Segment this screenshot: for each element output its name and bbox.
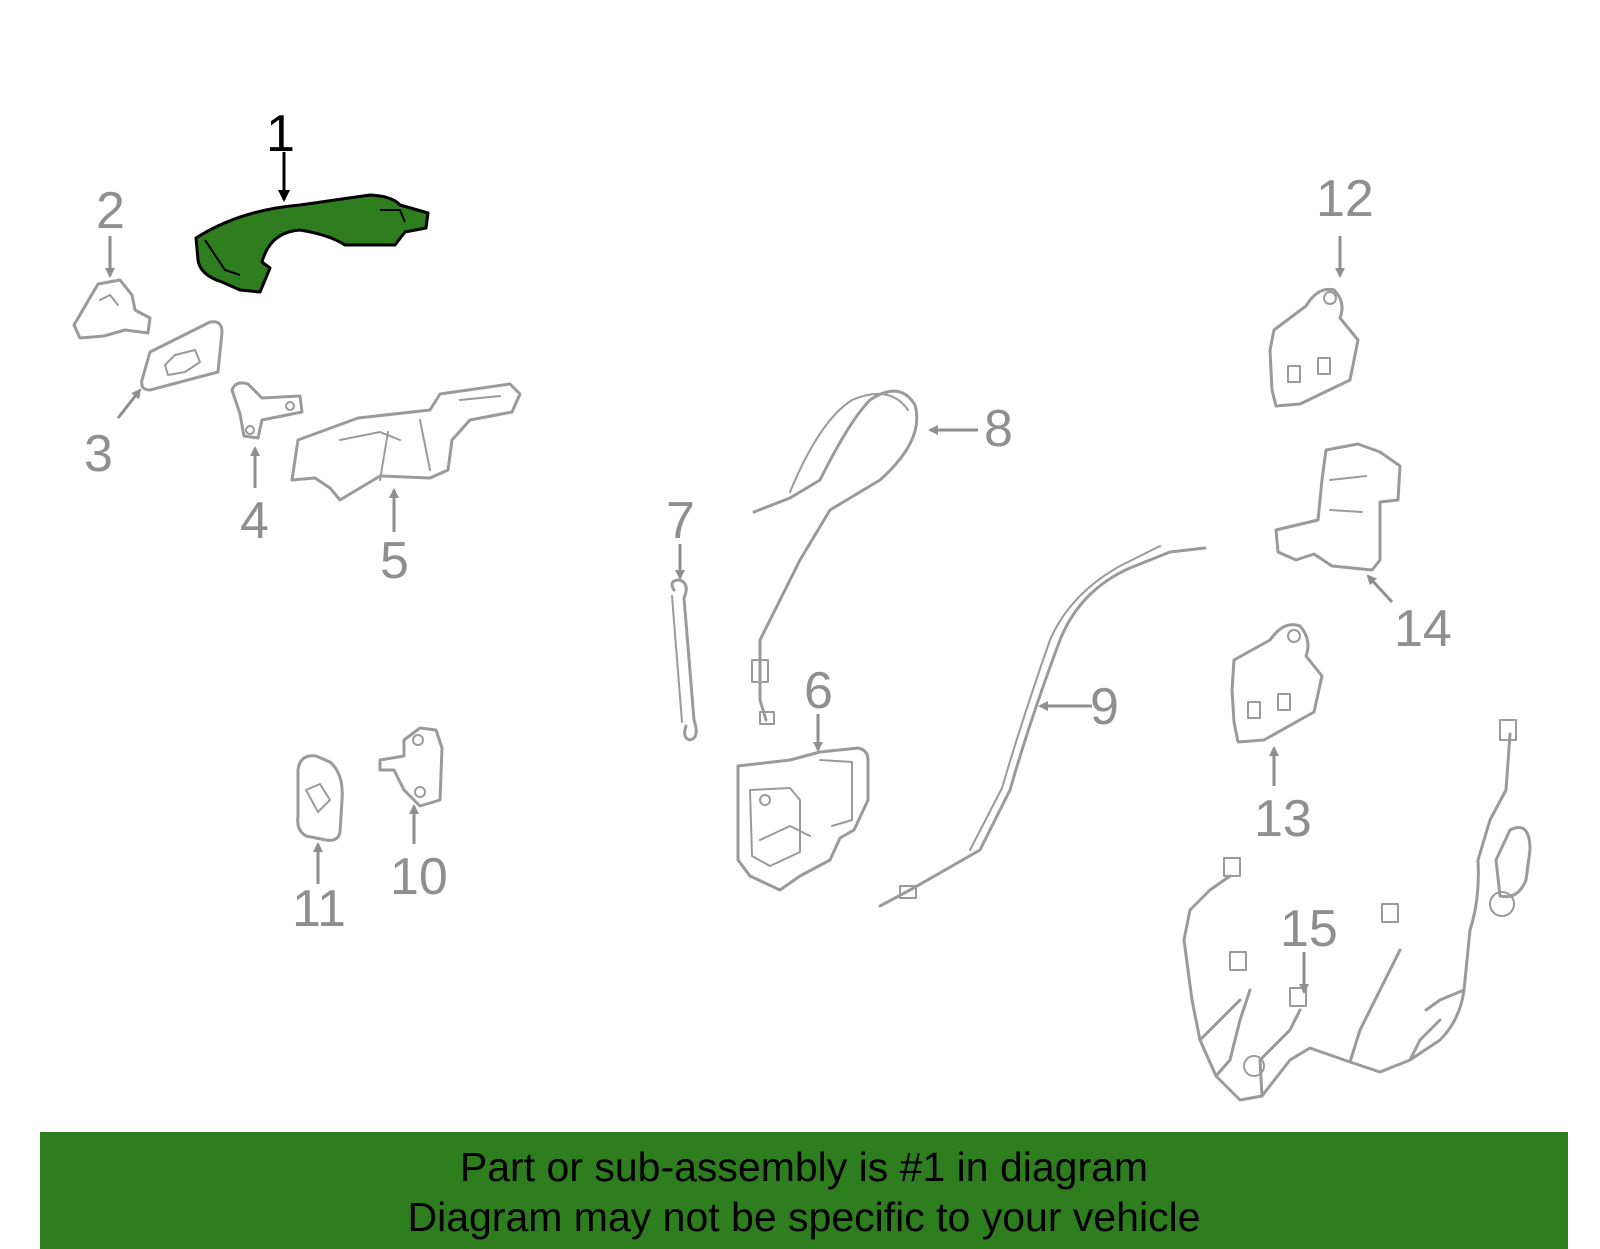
part-6-door-latch[interactable]	[736, 746, 870, 892]
callout-6: 6	[804, 662, 833, 720]
callout-12: 12	[1316, 170, 1374, 228]
banner-line-2: Diagram may not be specific to your vehi…	[407, 1194, 1201, 1240]
part-11-cover[interactable]	[296, 754, 344, 842]
callout-10: 10	[390, 848, 448, 906]
notice-banner: Part or sub-assembly is #1 in diagram Di…	[40, 1132, 1568, 1249]
callout-5: 5	[380, 532, 409, 590]
part-2-handle-cap[interactable]	[72, 278, 152, 340]
part-4-lock-cylinder[interactable]	[230, 381, 304, 440]
part-7-lock-rod[interactable]	[670, 578, 698, 742]
part-9-release-cable[interactable]	[878, 545, 1207, 908]
callout-15: 15	[1280, 900, 1338, 958]
callout-1: 1	[266, 105, 295, 163]
callout-2: 2	[96, 182, 125, 240]
part-10-striker[interactable]	[378, 726, 444, 808]
callout-11: 11	[292, 880, 346, 938]
part-13-lower-hinge[interactable]	[1230, 623, 1324, 744]
callout-3: 3	[84, 425, 113, 483]
callout-14: 14	[1394, 600, 1452, 658]
part-8-lock-cable[interactable]	[751, 389, 919, 725]
part-3-gasket[interactable]	[140, 320, 224, 392]
banner-line-1: Part or sub-assembly is #1 in diagram	[459, 1144, 1149, 1190]
part-1-door-handle[interactable]	[194, 193, 430, 294]
callout-8: 8	[984, 400, 1013, 458]
callout-9: 9	[1090, 678, 1119, 736]
part-15-wiring-harness[interactable]	[1182, 719, 1532, 1102]
callout-4: 4	[240, 492, 269, 550]
callout-13: 13	[1254, 790, 1312, 848]
callout-7: 7	[666, 492, 695, 550]
part-14-door-check[interactable]	[1274, 442, 1402, 572]
part-5-handle-bracket[interactable]	[290, 382, 522, 502]
part-12-upper-hinge[interactable]	[1268, 287, 1360, 408]
